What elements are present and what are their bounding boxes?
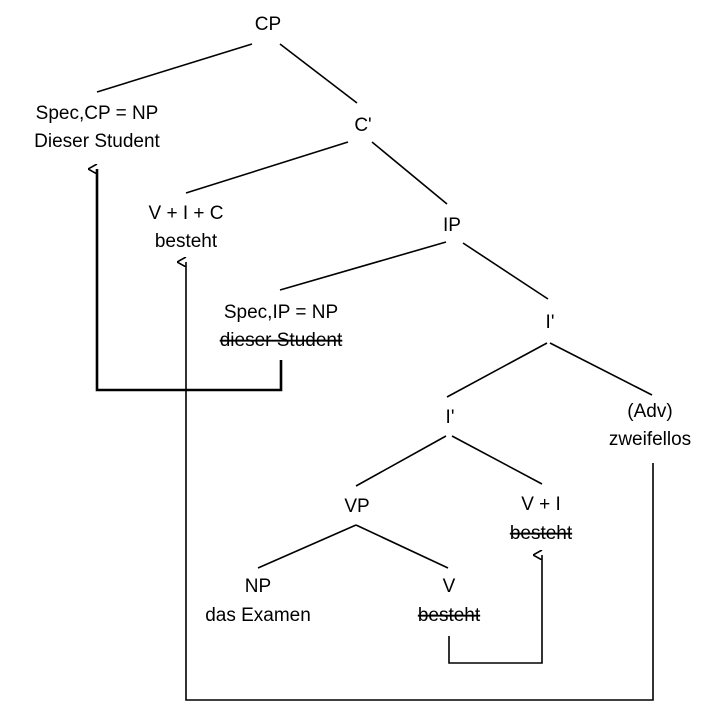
edge-cbar-ip	[371, 141, 448, 205]
edge-vp-np	[257, 524, 357, 569]
node-ip: IP	[443, 215, 461, 236]
node-vic-word: besteht	[155, 231, 218, 252]
node-np-word: das Examen	[205, 605, 311, 626]
node-adv-word: zweifellos	[609, 429, 691, 450]
node-v-label: V	[443, 576, 456, 597]
node-i-bar-upper: I'	[546, 312, 555, 333]
edge-cp-cbar	[279, 43, 358, 104]
edge-cbar-vic	[185, 141, 349, 194]
edge-cp-speccp	[96, 43, 253, 93]
tree-edges	[96, 43, 653, 569]
edge-ip-specip	[279, 241, 447, 291]
node-i-bar-lower: I'	[446, 407, 455, 428]
movement-arrows	[97, 169, 654, 701]
node-spec-cp-word: Dieser Student	[34, 131, 160, 152]
edge-ip-ibar	[462, 242, 549, 300]
movement-arrow-verb-to-c	[186, 262, 654, 701]
edge-ibar-ibar	[446, 342, 548, 398]
node-spec-cp-label: Spec,CP = NP	[36, 103, 159, 124]
edge-ibar-vi	[451, 435, 543, 485]
node-adv-label: (Adv)	[627, 401, 672, 422]
node-v-word: besteht	[418, 605, 481, 626]
node-c-bar: C'	[354, 115, 371, 136]
node-labels: CP Spec,CP = NP Dieser Student C' V + I …	[34, 14, 691, 626]
node-np-label: NP	[245, 576, 271, 597]
node-spec-ip-word: dieser Student	[220, 330, 343, 351]
edge-ibar-vp	[355, 435, 447, 487]
movement-arrow-verb-to-i	[448, 555, 543, 664]
node-vp: VP	[344, 496, 369, 517]
node-vic-label: V + I + C	[149, 203, 224, 224]
node-cp: CP	[255, 14, 281, 35]
node-vi-word: besteht	[510, 523, 573, 544]
node-spec-ip-label: Spec,IP = NP	[224, 302, 338, 323]
node-vi-label: V + I	[521, 494, 561, 515]
movement-arrow-subject	[97, 169, 283, 392]
edge-vp-v	[355, 524, 449, 569]
edge-ibar-adv	[549, 342, 653, 396]
